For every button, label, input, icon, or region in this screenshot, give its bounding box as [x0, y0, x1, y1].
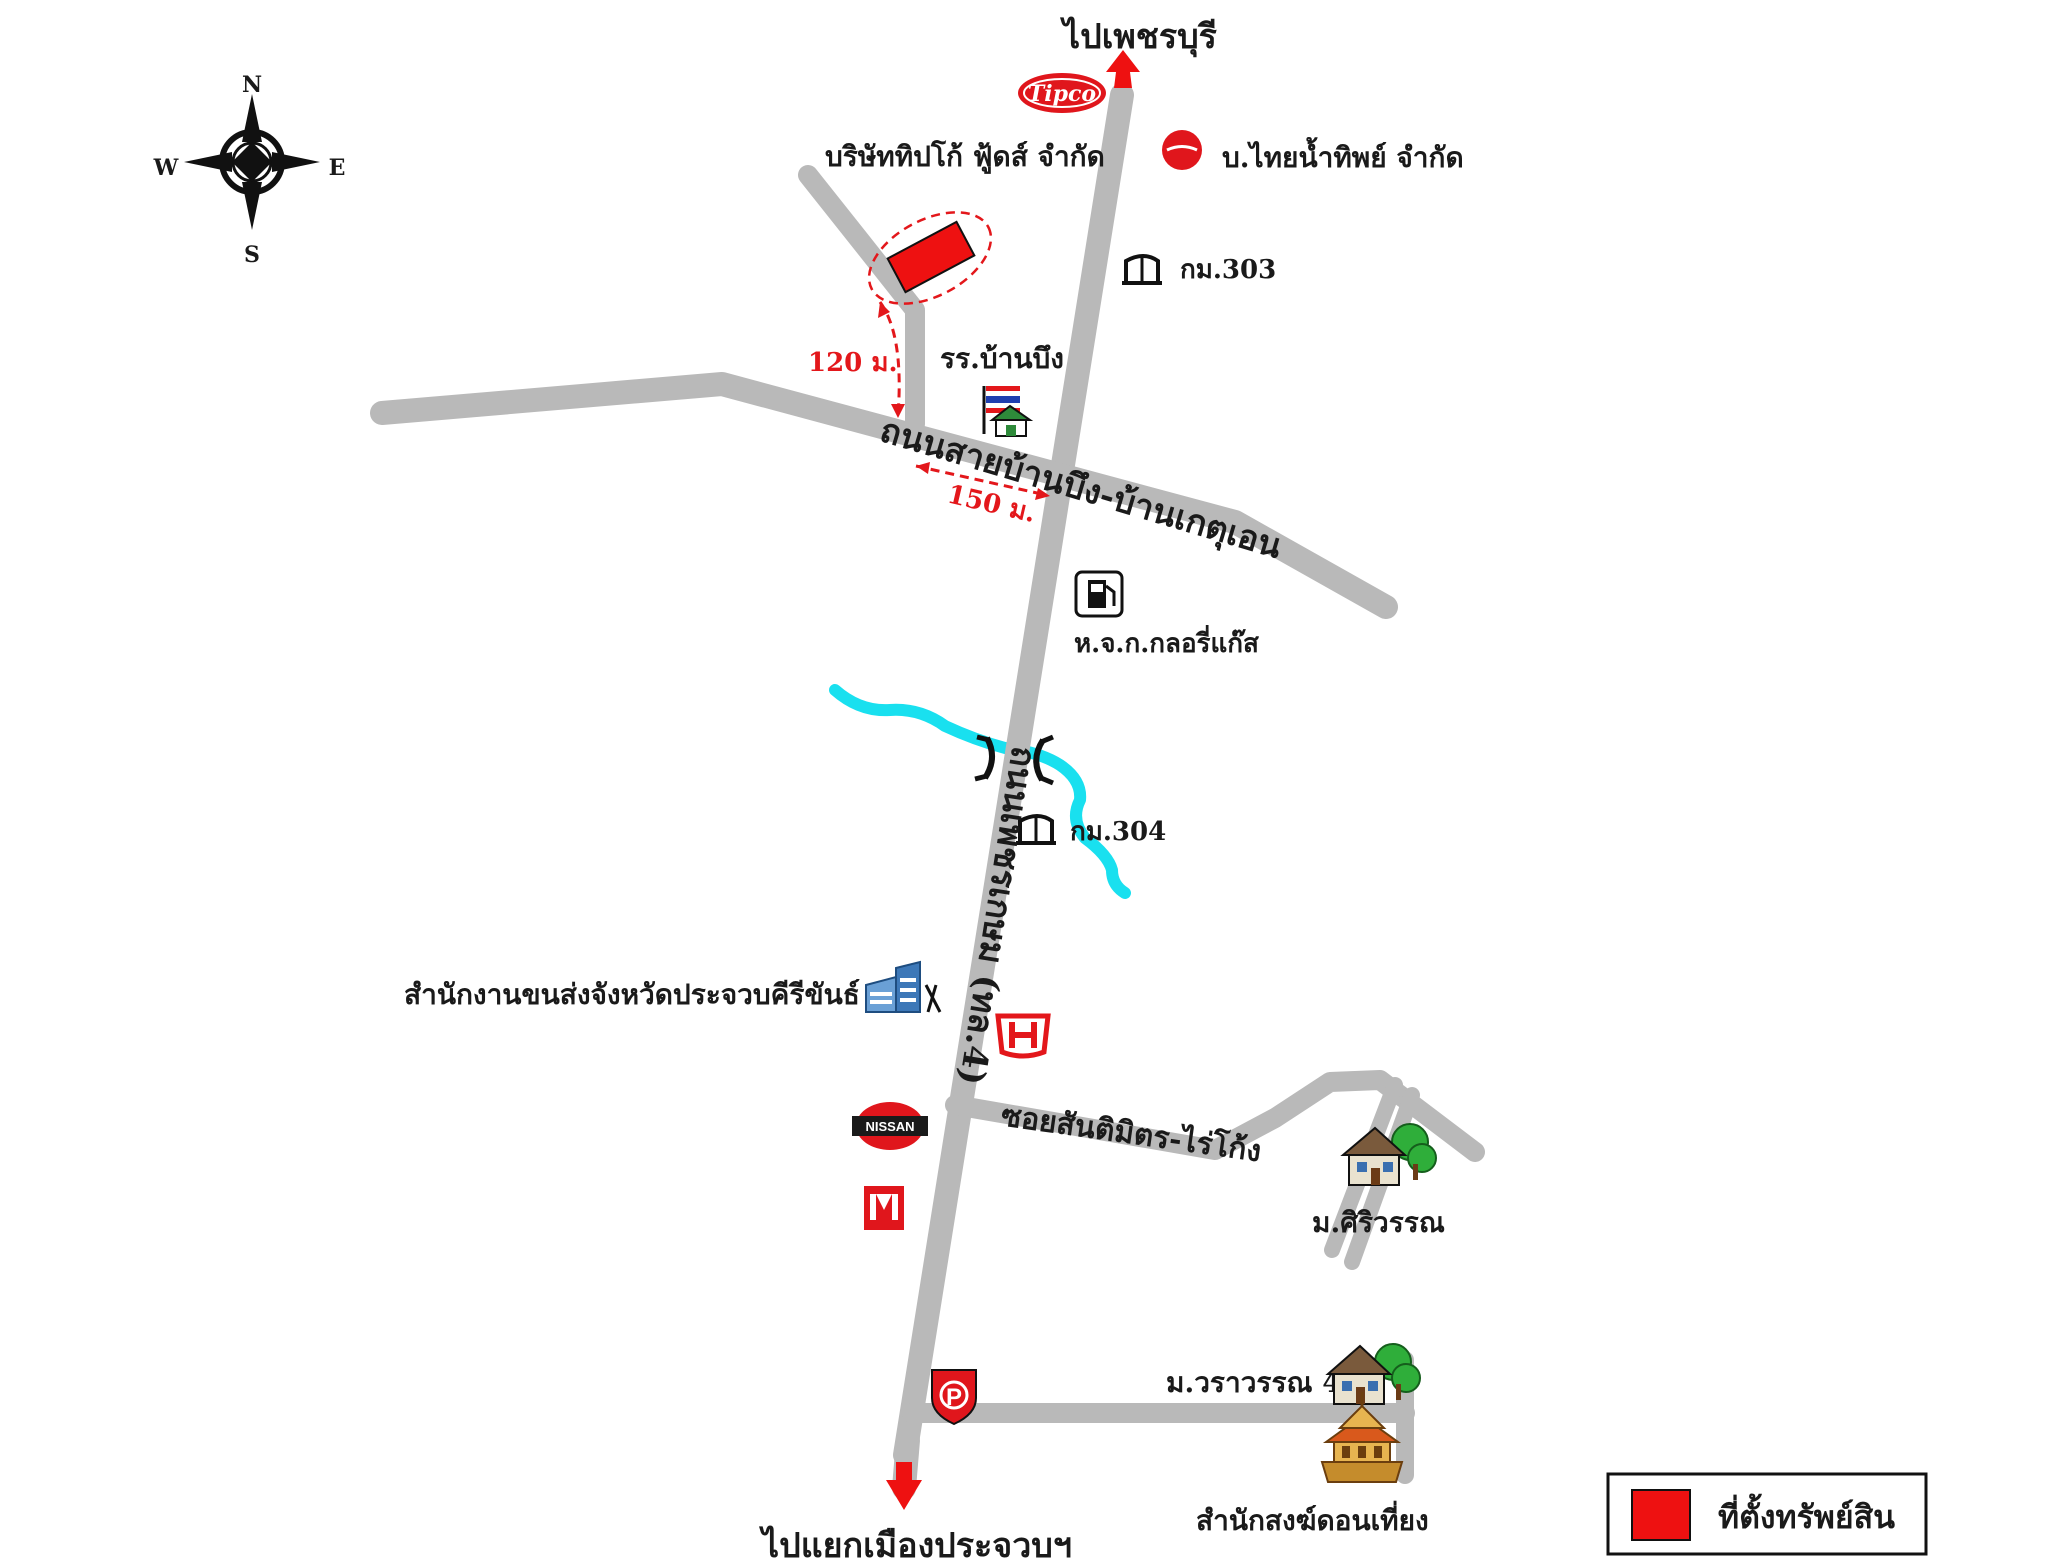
nissan-logo-text: NISSAN — [865, 1119, 914, 1134]
compass-north-label: N — [242, 72, 262, 98]
km-marker-icon — [1016, 814, 1056, 845]
highway-road — [893, 83, 1134, 1467]
tipco-company-label: บริษัททิปโก้ ฟู้ดส์ จำกัด — [825, 139, 1105, 174]
distance-north-label: 120 ม. — [808, 348, 898, 378]
transport-office-label: สำนักงานขนส่งจังหวัดประจวบคีรีขันธ์ — [404, 978, 860, 1011]
school-flag-icon — [982, 386, 1034, 437]
gas-pump-icon — [1074, 570, 1124, 618]
distance-north-line — [878, 301, 905, 418]
compass-rose-icon — [184, 94, 320, 230]
tipco-logo-icon: Tipco — [1018, 73, 1106, 113]
village-house-icon — [1340, 1123, 1437, 1186]
nissan-logo-icon: NISSAN — [852, 1102, 928, 1150]
thai-namthip-label: บ.ไทยน้ำทิพย์ จำกัด — [1222, 136, 1464, 174]
bridge-icon — [974, 734, 1054, 786]
distance-east-line — [915, 462, 1050, 500]
police-shield-text: P — [946, 1384, 962, 1411]
legend-property-label: ที่ตั้งทรัพย์สิน — [1718, 1493, 1895, 1536]
north-destination-label: ไปเพชรบุรี — [1060, 16, 1218, 58]
km303-label: กม.303 — [1180, 255, 1276, 285]
north-arrow-icon — [1106, 50, 1140, 88]
isuzu-logo-icon — [864, 1186, 904, 1230]
temple-icon — [1320, 1392, 1404, 1483]
honda-logo-icon — [995, 1013, 1051, 1059]
compass-west-label: W — [153, 155, 179, 181]
property-marker — [867, 211, 993, 305]
cross-road-label: ถนนสายบ้านบึง-บ้านเกตุเอน — [875, 410, 1286, 568]
tipco-logo-text: Tipco — [1028, 81, 1096, 107]
school-label: รร.บ้านบึง — [940, 342, 1064, 375]
village-siriwan-label: ม.ศิริวรรณ — [1312, 1206, 1445, 1239]
monastery-label: สำนักสงฆ์ดอนเที่ยง — [1196, 1500, 1429, 1537]
property-lane — [798, 165, 925, 434]
soi-label: ซอยสันติมิตร-ไร่โก้ง — [999, 1096, 1264, 1169]
legend-property-swatch — [1631, 1489, 1691, 1541]
cross-road — [370, 372, 1398, 619]
gas-station-label: ห.จ.ก.กลอรี่แก๊ส — [1074, 624, 1259, 659]
police-shield-icon: P — [931, 1369, 977, 1426]
south-arrow-icon — [886, 1462, 922, 1510]
office-building-icon — [865, 960, 942, 1013]
km304-label: กม.304 — [1070, 817, 1166, 847]
south-destination-label: ไปแยกเมืองประจวบฯ — [759, 1525, 1072, 1565]
compass-east-label: E — [329, 155, 346, 181]
legend-box: ที่ตั้งทรัพย์สิน — [1606, 1472, 1928, 1556]
km-marker-icon — [1122, 254, 1162, 285]
village-warawan-label: ม.วราวรรณ 4 — [1166, 1366, 1342, 1399]
coca-cola-logo-icon — [1162, 130, 1202, 170]
river — [829, 684, 1131, 899]
compass-south-label: S — [244, 242, 260, 268]
village-house-icon — [1325, 1343, 1421, 1405]
